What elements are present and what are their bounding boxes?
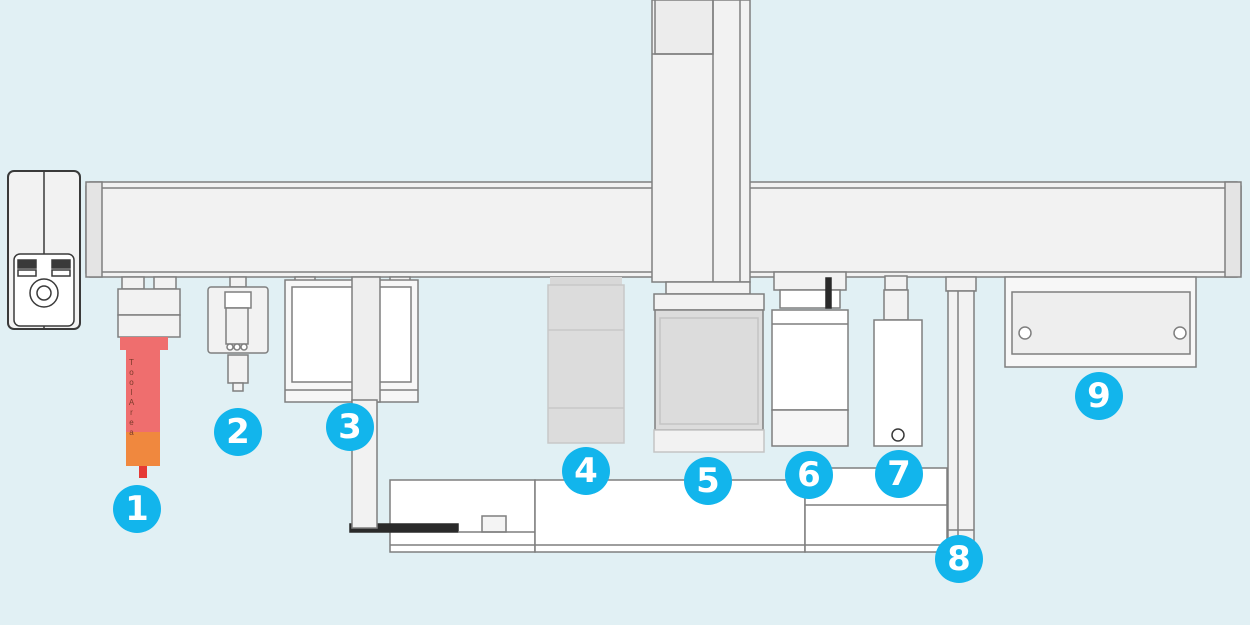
control-head — [7, 170, 81, 330]
pillar-8 — [945, 276, 977, 552]
badge-6: 6 — [785, 451, 833, 499]
tool-1-mount — [117, 276, 181, 338]
badge-1: 1 — [113, 485, 161, 533]
badge-9: 9 — [1075, 372, 1123, 420]
tool-6 — [771, 271, 849, 447]
tool-5 — [653, 281, 765, 453]
vertical-axis-tower — [651, 0, 751, 283]
deck-base — [349, 467, 948, 553]
tool-area-label: ToolArea — [126, 358, 140, 438]
plate-9 — [1004, 276, 1197, 368]
tool-1-tip — [120, 337, 168, 478]
badge-7: 7 — [875, 450, 923, 498]
badge-2: 2 — [214, 408, 262, 456]
tool-3-frame — [284, 276, 419, 529]
badge-8: 8 — [935, 535, 983, 583]
badge-5: 5 — [684, 457, 732, 505]
tool-7 — [873, 275, 923, 447]
tool-4 — [547, 277, 625, 444]
badge-4: 4 — [562, 447, 610, 495]
badge-3: 3 — [326, 403, 374, 451]
tool-2 — [207, 276, 269, 392]
tool-area-label-text: ToolArea — [127, 358, 136, 438]
